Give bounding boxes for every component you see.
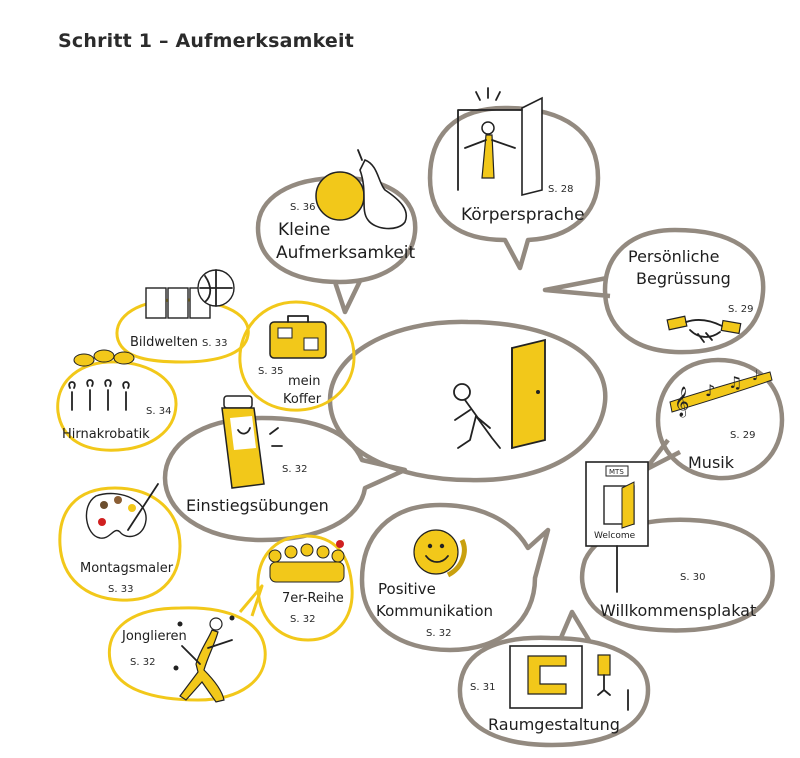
- page-ref-einstiegsuebungen: S. 32: [282, 464, 307, 475]
- room-layout-icon: [509, 645, 629, 711]
- group-of-people-icon: [268, 540, 345, 583]
- page-ref-hirnakrobatik: S. 34: [146, 406, 171, 417]
- bubble-willkommensplakat: MTS Welcome S. 30 Willkommensplakat: [579, 461, 775, 633]
- bubble-musik: 𝄞 ♪ ♫ ♩ S. 29 Musik: [642, 357, 785, 481]
- juggler-icon: [173, 615, 235, 703]
- smiley-icon: [413, 529, 467, 578]
- svg-text:♪: ♪: [705, 381, 715, 400]
- person-entering-door-icon: [453, 338, 546, 450]
- label-aufmerksamkeit: Aufmerksamkeit: [276, 243, 415, 263]
- label-einstiegsuebungen: Einstiegsübungen: [186, 496, 329, 515]
- bubble-einstiegsuebungen: S. 32 Einstiegsübungen: [162, 395, 408, 543]
- svg-text:♫: ♫: [728, 373, 742, 392]
- label-willkommensplakat: Willkommensplakat: [600, 601, 756, 620]
- label-koerpersprache: Körpersprache: [461, 205, 585, 225]
- page-ref-begruessung: S. 29: [728, 304, 753, 315]
- page-ref-bildwelten: S. 33: [202, 338, 227, 349]
- label-jonglieren: Jonglieren: [121, 629, 187, 644]
- thinking-people-icon: [68, 349, 135, 411]
- handshake-icon: [666, 315, 742, 343]
- person-open-arms-door-icon: [457, 87, 543, 197]
- label-koffer: Koffer: [283, 392, 322, 407]
- page-ref-mein-koffer: S. 35: [258, 366, 283, 377]
- bubble-kleine-aufmerksamkeit: S. 36 Kleine Aufmerksamkeit: [255, 149, 418, 315]
- label-persoenliche: Persönliche: [628, 247, 719, 266]
- label-montagsmaler: Montagsmaler: [80, 561, 174, 576]
- bubble-bildwelten: Bildwelten S. 33: [115, 269, 250, 364]
- bubble-jonglieren: Jonglieren S. 32: [107, 584, 267, 703]
- page-title: Schritt 1 – Aufmerksamkeit: [58, 30, 355, 52]
- bubble-mein-koffer: S. 35 mein Koffer: [238, 300, 356, 412]
- toothpaste-tube-icon: [221, 395, 283, 489]
- label-positive: Positive: [378, 580, 436, 598]
- picture-cards-icon: [145, 269, 235, 319]
- paint-palette-icon: [85, 483, 159, 539]
- label-hirnakrobatik: Hirnakrobatik: [62, 427, 150, 442]
- svg-text:𝄞: 𝄞: [674, 386, 689, 418]
- page-ref-kleine-aufmerksamkeit: S. 36: [290, 202, 315, 213]
- poster-welcome-text: Welcome: [594, 531, 636, 541]
- welcome-poster-icon: MTS Welcome: [585, 461, 649, 593]
- bubble-positive-kommunikation: Positive Kommunikation S. 32: [359, 502, 551, 653]
- label-mein: mein: [288, 374, 321, 389]
- central-bubble: [327, 319, 608, 483]
- page-ref-positive-kommunikation: S. 32: [426, 628, 451, 639]
- label-kleine: Kleine: [278, 220, 330, 240]
- label-bildwelten: Bildwelten: [130, 335, 198, 350]
- label-siebener-reihe: 7er-Reihe: [282, 591, 344, 606]
- pear-icon: [315, 149, 407, 230]
- label-begruessung: Begrüssung: [636, 269, 731, 288]
- label-musik: Musik: [688, 453, 735, 472]
- bubble-siebener-reihe: 7er-Reihe S. 32: [256, 534, 354, 642]
- page-ref-siebener-reihe: S. 32: [290, 614, 315, 625]
- bubble-raumgestaltung: S. 31 Raumgestaltung: [457, 609, 651, 748]
- page-ref-koerpersprache: S. 28: [548, 184, 573, 195]
- page-ref-raumgestaltung: S. 31: [470, 682, 495, 693]
- suitcase-icon: [269, 315, 327, 359]
- poster-tag: MTS: [609, 468, 624, 476]
- bubble-koerpersprache: S. 28 Körpersprache: [427, 87, 601, 271]
- page-ref-jonglieren: S. 32: [130, 657, 155, 668]
- bubble-persoenliche-begruessung: Persönliche Begrüssung S. 29: [542, 227, 766, 355]
- bubble-hirnakrobatik: S. 34 Hirnakrobatik: [56, 349, 178, 452]
- label-kommunikation: Kommunikation: [376, 602, 493, 620]
- page-ref-montagsmaler: S. 33: [108, 584, 133, 595]
- svg-text:♩: ♩: [752, 368, 759, 384]
- music-notes-icon: 𝄞 ♪ ♫ ♩: [669, 368, 773, 418]
- page-ref-willkommensplakat: S. 30: [680, 572, 705, 583]
- bubble-montagsmaler: Montagsmaler S. 33: [58, 483, 182, 602]
- page-ref-musik: S. 29: [730, 430, 755, 441]
- label-raumgestaltung: Raumgestaltung: [488, 715, 620, 734]
